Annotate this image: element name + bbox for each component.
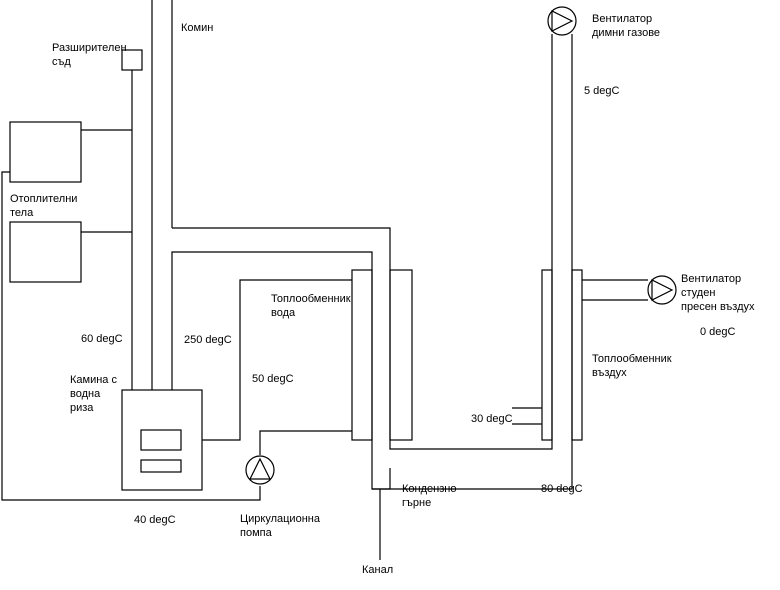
water-heat-exchanger	[351, 269, 413, 441]
label-temp-80: 80 degC	[541, 483, 583, 495]
fireplace	[121, 389, 203, 491]
air-heat-exchanger	[541, 269, 583, 441]
label-chimney: Комин	[181, 22, 214, 34]
label-temp-60: 60 degC	[81, 333, 123, 345]
label-temp-30: 30 degC	[471, 413, 513, 425]
fan-icon	[647, 275, 677, 305]
radiator-bottom	[9, 221, 82, 283]
label-temp-5: 5 degC	[584, 85, 620, 97]
pump-icon	[245, 455, 275, 485]
radiator-top	[9, 121, 82, 183]
label-temp-50: 50 degC	[252, 373, 294, 385]
label-temp-250: 250 degC	[184, 334, 232, 346]
label-temp-0: 0 degC	[700, 326, 736, 338]
label-drain: Канал	[362, 564, 394, 576]
fan-icon	[547, 6, 577, 36]
label-temp-40: 40 degC	[134, 514, 176, 526]
